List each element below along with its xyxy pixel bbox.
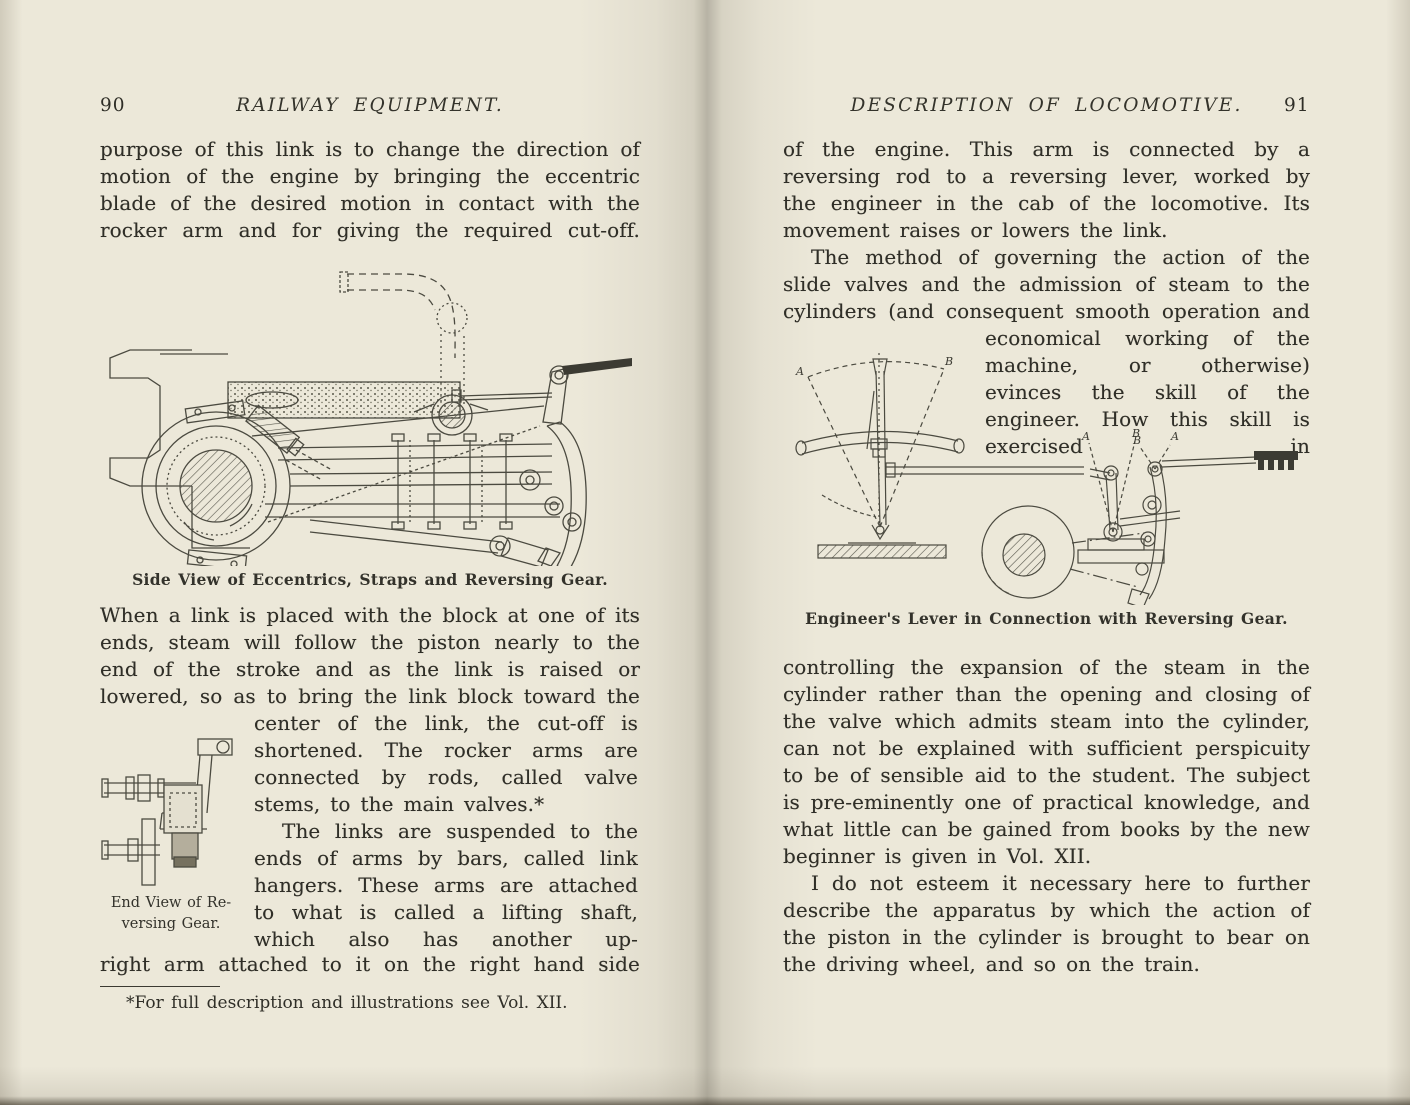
right-paragraph-esteem: I do not esteem it necessary here to fur… — [783, 871, 1310, 976]
lever-caption: Engineer's Lever in Connection with Reve… — [805, 609, 1288, 628]
end-view-drawing — [101, 738, 233, 886]
figure-engineers-lever: A B A B B A — [795, 353, 1298, 605]
footnote-rule — [100, 986, 220, 987]
label-quadrant-a: A — [795, 365, 804, 378]
right-paragraph-controlling: controlling the expansion of the steam i… — [783, 655, 1310, 868]
right-running-head: DESCRIPTION OF LOCOMOTIVE. — [850, 95, 1243, 116]
left-page-number: 90 — [100, 95, 126, 116]
end-view-caption-line1: End View of Re- — [110, 895, 232, 911]
right-page-number: 91 — [1284, 95, 1310, 116]
lever-drawing: A B A B B A — [795, 353, 1298, 605]
footnote: *For full description and illustrations … — [126, 993, 568, 1013]
left-paragraph-wrap-b: The links are suspended to the ends of a… — [254, 819, 638, 951]
end-view-caption-line2: versing Gear. — [121, 916, 221, 932]
left-paragraph-final-line: right arm attached to it on the right ha… — [100, 952, 640, 976]
right-paragraph-method: The method of governing the action of th… — [783, 245, 1310, 323]
end-view-caption: End View of Re- versing Gear. — [92, 893, 250, 935]
label-crank-b: B — [1131, 427, 1140, 440]
label-arm-b: B — [1132, 434, 1141, 447]
figure-end-view-reversing-gear — [101, 738, 233, 886]
left-paragraph-when: When a link is placed with the block at … — [100, 603, 640, 708]
side-view-drawing — [109, 271, 632, 566]
left-wrapped-text-block: center of the link, the cut-off is short… — [254, 710, 638, 953]
left-paragraph-wrap-a: center of the link, the cut-off is short… — [254, 711, 638, 816]
label-arm-a: A — [1170, 430, 1179, 443]
side-view-caption: Side View of Eccentrics, Straps and Reve… — [132, 570, 608, 589]
right-paragraph-top: of the engine. This arm is connected by … — [783, 137, 1310, 242]
left-running-head: RAILWAY EQUIPMENT. — [236, 95, 504, 116]
label-quadrant-b: B — [944, 355, 953, 368]
figure-side-view-eccentrics — [109, 271, 632, 566]
left-paragraph-top: purpose of this link is to change the di… — [100, 137, 640, 242]
label-crank-a: A — [1081, 430, 1090, 443]
right-paragraph-method-wrap: economical working of the machine, or ot… — [985, 326, 1310, 458]
